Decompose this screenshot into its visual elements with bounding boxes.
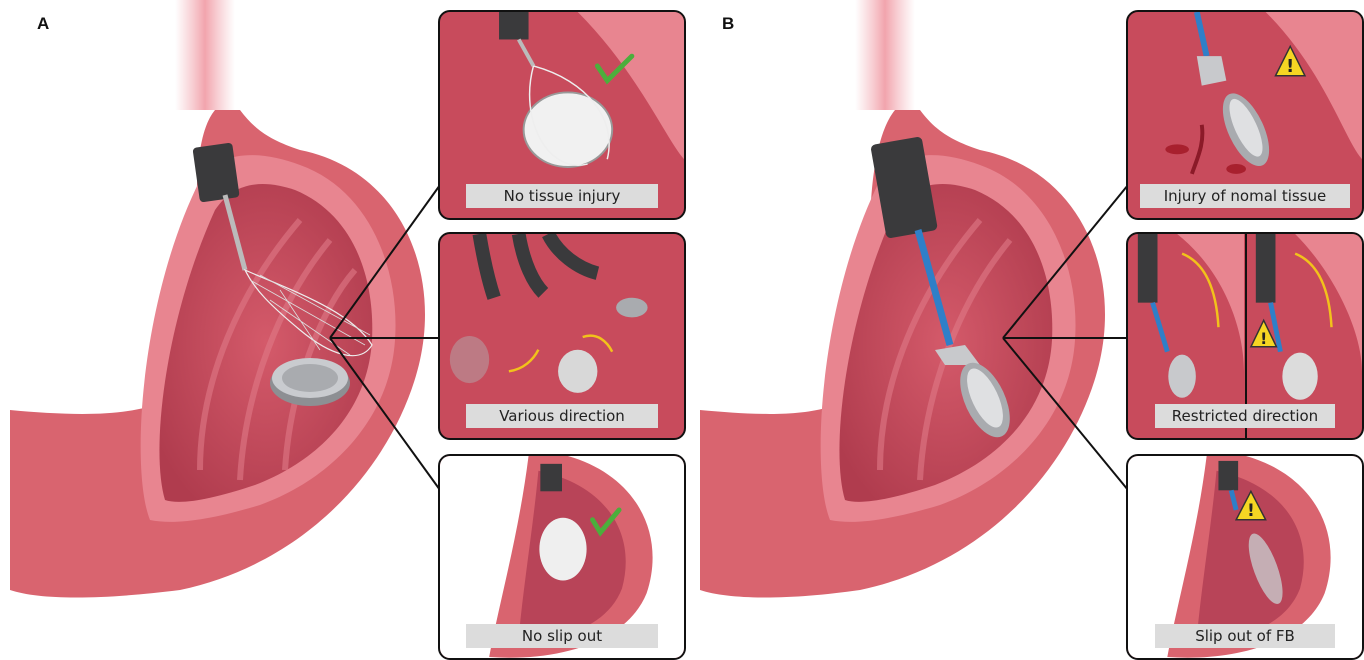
caption: Slip out of FB — [1155, 624, 1335, 648]
inset-no-tissue-injury: No tissue injury — [438, 10, 686, 220]
inset-no-slip-out: No slip out — [438, 454, 686, 660]
caption: Various direction — [466, 404, 658, 428]
inset-restricted-direction: ! Restricted direction — [1126, 232, 1364, 440]
stomach-b — [700, 0, 1128, 598]
caption: Injury of nomal tissue — [1140, 184, 1350, 208]
svg-text:!: ! — [1260, 329, 1267, 348]
inset-various-direction: Various direction — [438, 232, 686, 440]
caption: Restricted direction — [1155, 404, 1335, 428]
caption: No tissue injury — [466, 184, 658, 208]
stomach-a — [10, 0, 440, 598]
inset-injury-of-normal-tissue: ! Injury of nomal tissue — [1126, 10, 1364, 220]
svg-text:!: ! — [1286, 57, 1294, 77]
caption: No slip out — [466, 624, 658, 648]
inset-slip-out-of-fb: ! Slip out of FB — [1126, 454, 1364, 660]
svg-text:!: ! — [1247, 501, 1255, 520]
